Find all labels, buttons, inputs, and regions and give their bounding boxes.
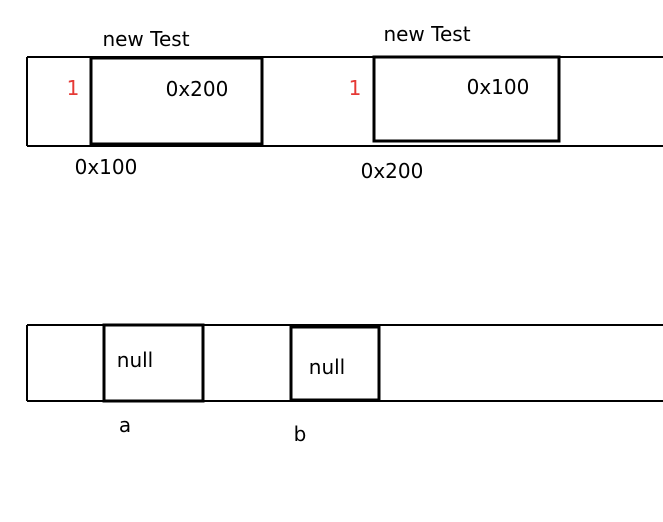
variable-b-value: null: [309, 355, 345, 379]
object-2-box: [372, 55, 561, 143]
variable-a-box: [102, 323, 205, 403]
variable-b-name: b: [294, 422, 307, 446]
object-2-label: new Test: [383, 22, 470, 46]
object-2-reference: 0x100: [467, 75, 530, 99]
heap-object-2: new Test 1 0x100 0x200: [349, 22, 561, 183]
heap-object-1: new Test 1 0x200 0x100: [67, 27, 264, 179]
object-1-address: 0x100: [75, 155, 138, 179]
object-1-count: 1: [67, 76, 80, 100]
object-1-box: [89, 56, 264, 146]
variable-b-box: [289, 325, 381, 402]
object-2-address: 0x200: [361, 159, 424, 183]
object-2-count: 1: [349, 76, 362, 100]
object-1-reference: 0x200: [166, 77, 229, 101]
variable-a-name: a: [119, 413, 131, 437]
variable-a-value: null: [117, 348, 153, 372]
stack-variable-a: null a: [102, 323, 205, 437]
object-1-label: new Test: [102, 27, 189, 51]
stack-variable-b: null b: [289, 325, 381, 446]
